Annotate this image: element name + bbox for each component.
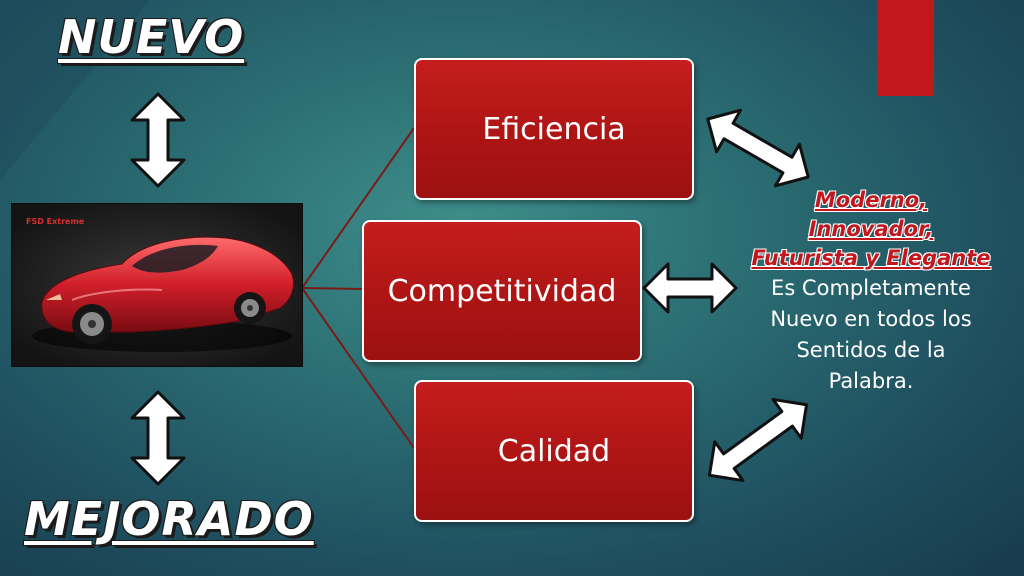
double-arrow-bottom-icon: [130, 390, 186, 486]
body-line-4: Palabra.: [828, 369, 914, 393]
emphasis-line-1: Moderno,: [814, 188, 928, 212]
body-line-2: Nuevo en todos los: [770, 307, 972, 331]
car-photo: FSD Extreme: [12, 204, 302, 366]
accent-bar: [877, 0, 934, 96]
sports-car-image: FSD Extreme: [12, 204, 302, 366]
box-eficiencia-label: Eficiencia: [482, 111, 626, 147]
double-arrow-eficiencia-icon: [706, 108, 810, 188]
double-arrow-calidad-icon: [707, 397, 809, 483]
connector-competitividad: [301, 287, 363, 290]
corner-triangle-shape: [0, 0, 150, 180]
box-calidad-label: Calidad: [497, 433, 611, 469]
heading-mejorado: MEJORADO: [24, 492, 314, 546]
heading-nuevo: NUEVO: [58, 10, 245, 64]
box-competitividad-label: Competitividad: [387, 273, 617, 309]
body-line-1: Es Completamente: [771, 276, 971, 300]
box-competitividad: Competitividad: [362, 220, 642, 362]
emphasis-line-3: Futurista y Elegante: [751, 246, 991, 270]
connector-eficiencia: [301, 127, 415, 289]
connector-calidad: [301, 287, 415, 449]
body-line-3: Sentidos de la: [796, 338, 946, 362]
emphasis-line-2: Innovador,: [808, 217, 934, 241]
double-arrow-competitividad-icon: [642, 262, 738, 314]
box-calidad: Calidad: [414, 380, 694, 522]
description-block: Moderno, Innovador, Futurista y Elegante…: [728, 186, 1014, 397]
box-eficiencia: Eficiencia: [414, 58, 694, 200]
double-arrow-top-icon: [130, 92, 186, 188]
photo-badge-text: FSD Extreme: [26, 217, 85, 226]
